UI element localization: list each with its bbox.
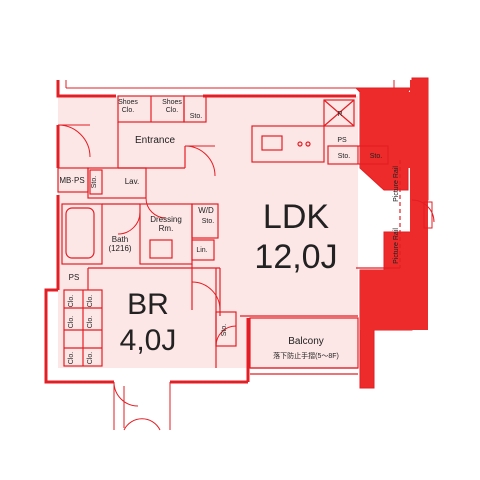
- shoes-label-2: Shoes: [162, 99, 182, 106]
- right-wall-strip: [410, 80, 428, 330]
- br-label: BR: [127, 288, 169, 321]
- clo-label-1: Clo.: [122, 107, 135, 114]
- interior-fill: [58, 96, 358, 368]
- picture-rail-label-2: Picture Rail: [393, 228, 400, 264]
- building-outline: [57, 80, 395, 96]
- balcony-label: Balcony: [288, 336, 324, 347]
- rail-note-label: 落下防止手摺(5～8F): [273, 351, 339, 360]
- clo-label-br-4: Clo.: [87, 316, 94, 329]
- entrance-label: Entrance: [135, 135, 175, 146]
- rm-label: Rm.: [159, 224, 174, 233]
- interior-walls: [57, 95, 401, 375]
- mbps-label: MB·PS: [59, 176, 84, 185]
- shoes-label-1: Shoes: [118, 99, 138, 106]
- sto-label-br: Sto.: [221, 324, 228, 337]
- clo-label-br-6: Clo.: [87, 352, 94, 365]
- lav-label: Lav.: [125, 177, 140, 186]
- r-label: R: [337, 111, 342, 118]
- sto-label-dressing: Sto.: [202, 218, 215, 225]
- wd-label: W/D: [198, 206, 214, 215]
- sto-label-kitchen-2: Sto.: [370, 153, 383, 160]
- clo-label-br-1: Clo.: [68, 295, 75, 308]
- ps-label-kitchen: PS: [337, 137, 347, 144]
- clo-label-2: Clo.: [166, 107, 179, 114]
- sto-label-toilet: Sto.: [91, 176, 98, 189]
- lower-wall-block: [360, 270, 410, 330]
- ldk-label: LDK: [263, 198, 329, 236]
- clo-label-br-2: Clo.: [87, 295, 94, 308]
- dressing-label: Dressing: [150, 215, 182, 224]
- clo-label-br-3: Clo.: [68, 316, 75, 329]
- sto-label-entrance: Sto.: [190, 113, 203, 120]
- picture-rail-label-1: Picture Rail: [393, 166, 400, 202]
- right-wall-inner: [360, 92, 410, 168]
- ps-label-corridor: PS: [69, 273, 80, 282]
- br-size-label: 4,0J: [120, 324, 177, 357]
- bath-label: Bath: [112, 235, 128, 244]
- bath-size-label: (1216): [108, 244, 131, 253]
- clo-label-br-5: Clo.: [68, 352, 75, 365]
- sto-label-kitchen-1: Sto.: [338, 153, 351, 160]
- ldk-size-label: 12,0J: [254, 238, 337, 276]
- doors: [57, 124, 435, 431]
- lin-label: Lin.: [196, 247, 207, 254]
